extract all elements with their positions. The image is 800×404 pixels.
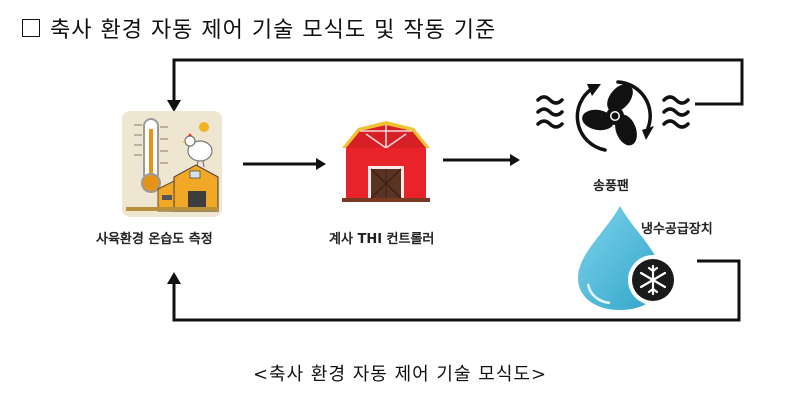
- controller-label: 계사 THI 컨트롤러: [329, 232, 435, 247]
- water-drop-snowflake-icon: [578, 206, 678, 310]
- fan-label: 송풍팬: [593, 179, 629, 194]
- figure-caption: <축사 환경 자동 제어 기술 모식도>: [252, 364, 548, 385]
- sensor-node: [122, 111, 222, 217]
- page-title: 축사 환경 자동 제어 기술 모식도 및 작동 기준: [22, 12, 496, 44]
- cooler-node: [574, 204, 694, 314]
- cooler-label: 냉수공급장치: [641, 222, 713, 237]
- thermometer-chicken-barn-icon: [122, 111, 222, 217]
- fan-node: [530, 70, 695, 165]
- fan-icon: [536, 80, 690, 152]
- red-barn-icon: [342, 121, 430, 202]
- feedback-arrow-bottom: [172, 259, 741, 322]
- controller-node: [336, 118, 436, 203]
- title-text: 축사 환경 자동 제어 기술 모식도 및 작동 기준: [50, 18, 497, 43]
- feedback-arrow-top: [172, 58, 744, 106]
- square-bullet-icon: [22, 19, 40, 37]
- sensor-label: 사육환경 온습도 측정: [96, 232, 213, 247]
